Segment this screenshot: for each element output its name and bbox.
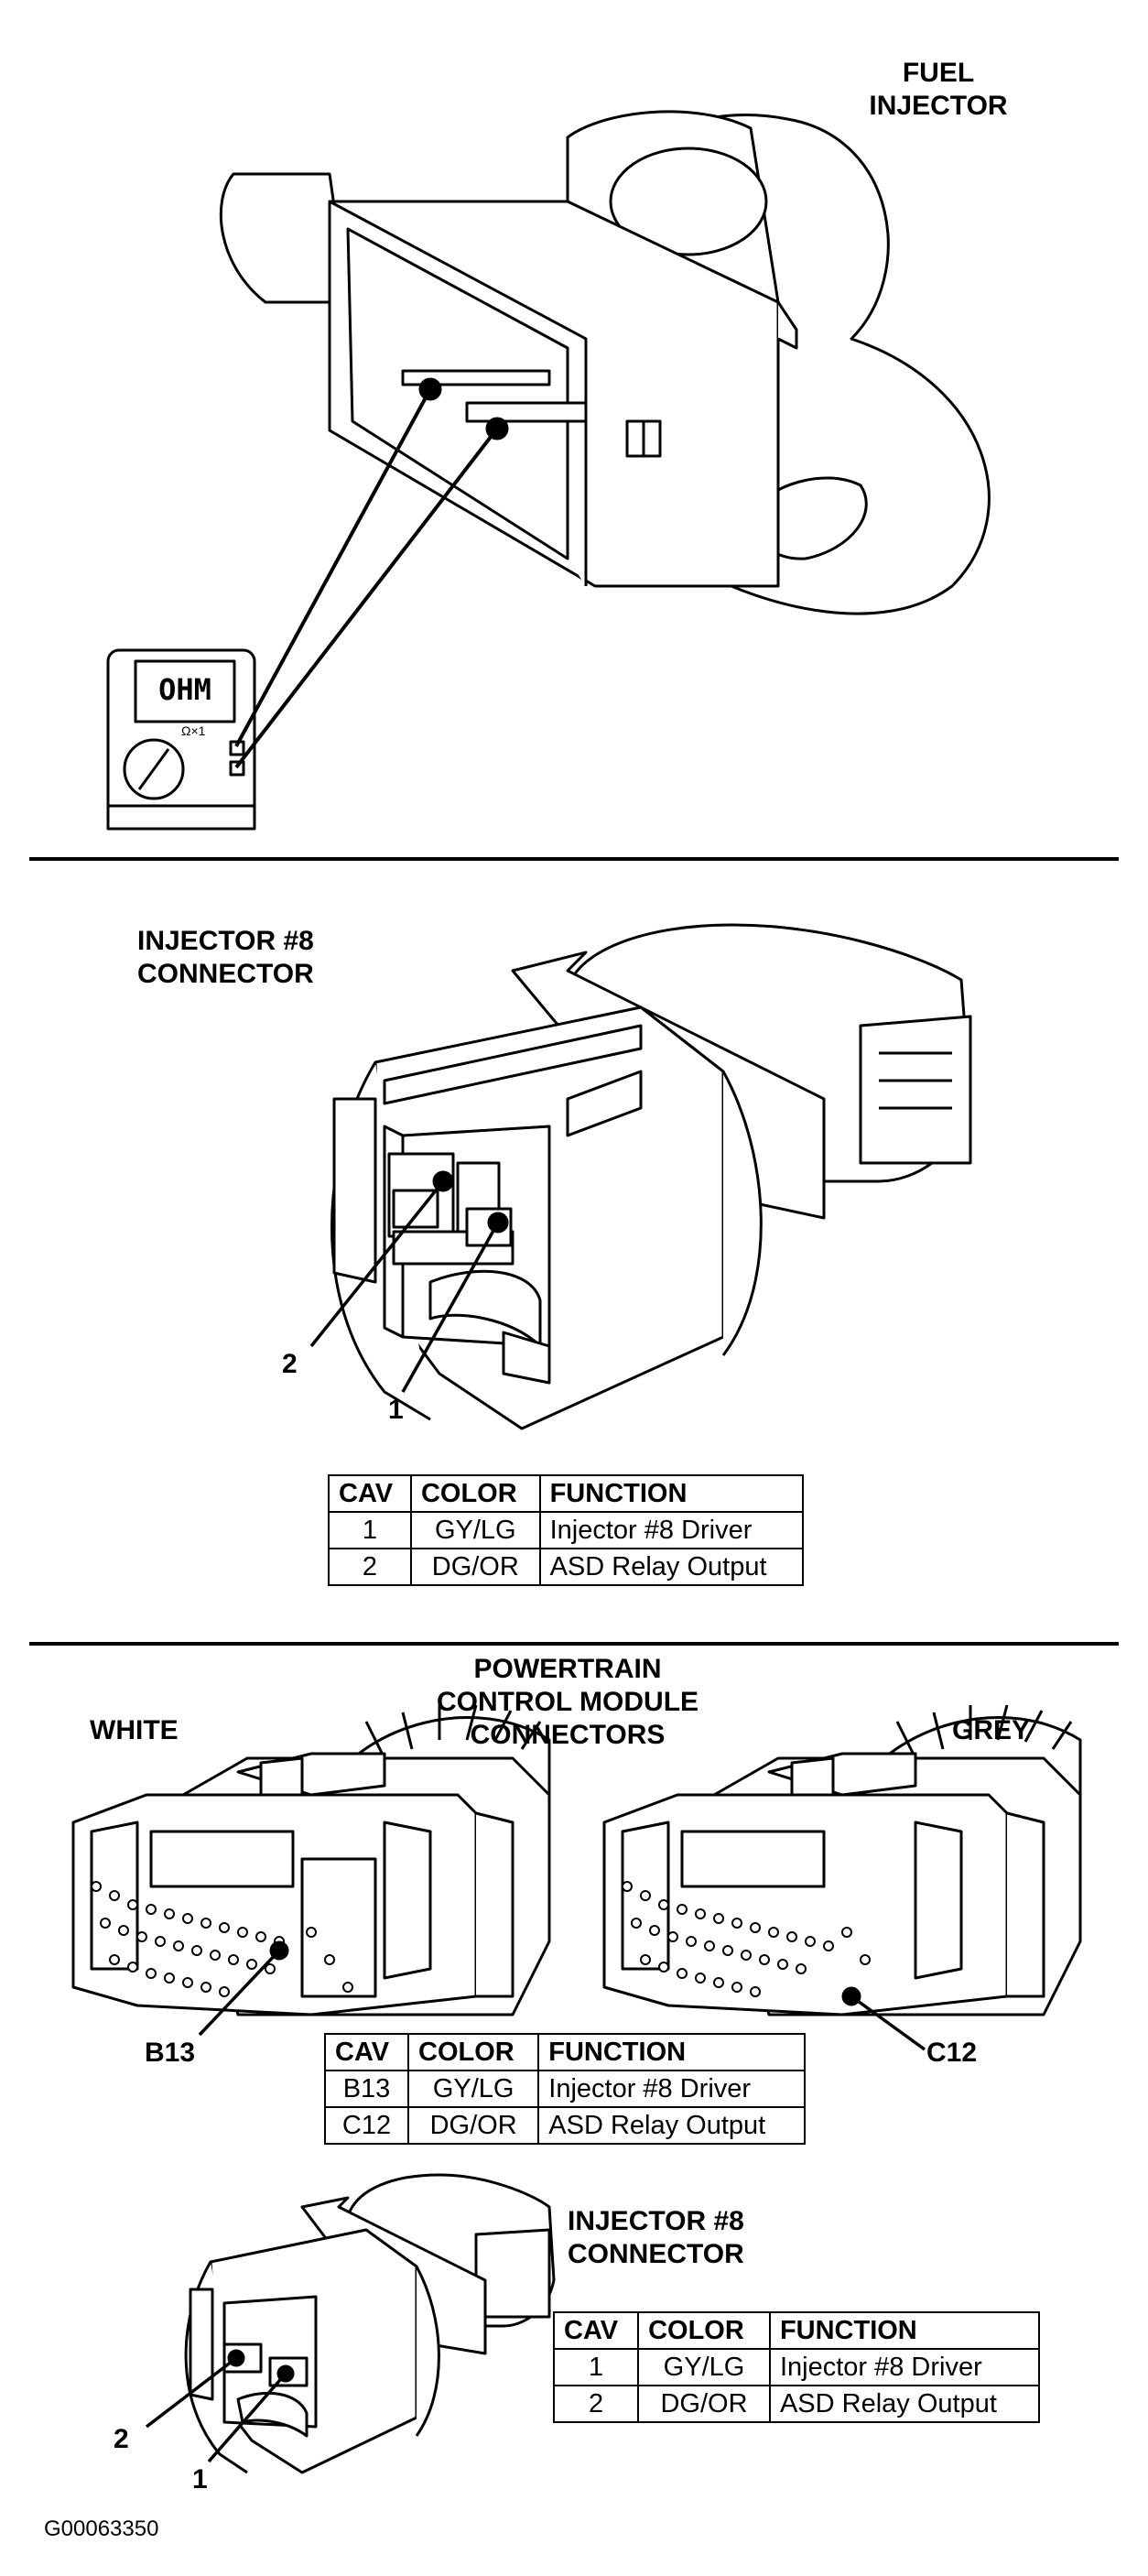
ohmmeter-display: OHM <box>158 672 211 707</box>
small-cavity-1-label: 1 <box>192 2464 208 2494</box>
column-header: CAV <box>552 2311 640 2350</box>
fuel-injector-label: FUEL INJECTOR <box>842 57 1034 123</box>
function-cell: ASD Relay Output <box>537 2106 806 2145</box>
small-title-line2: CONNECTOR <box>568 2239 744 2269</box>
small-title-line1: INJECTOR #8 <box>568 2206 744 2236</box>
function-cell: ASD Relay Output <box>768 2385 1041 2423</box>
figure-id: G00063350 <box>44 2516 159 2541</box>
pcm-white-connector-pins <box>91 1881 353 1997</box>
white-connector-label: WHITE <box>90 1715 179 1745</box>
cav-cell: C12 <box>323 2106 410 2145</box>
probe-point-2 <box>485 417 509 440</box>
table-row: 2 DG/OR ASD Relay Output <box>328 1548 805 1586</box>
table-row: B13 GY/LG Injector #8 Driver <box>323 2070 806 2108</box>
table-header-row: CAV COLOR FUNCTION <box>552 2311 1041 2350</box>
cav-cell: B13 <box>323 2070 410 2108</box>
pcm-title-line2: CONTROL MODULE <box>436 1687 699 1717</box>
column-header: FUNCTION <box>537 2033 806 2071</box>
color-cell: GY/LG <box>409 1511 541 1549</box>
column-header: FUNCTION <box>768 2311 1041 2350</box>
table-row: 1 GY/LG Injector #8 Driver <box>552 2348 1041 2386</box>
pin-c12-label: C12 <box>926 2038 978 2068</box>
cav-cell: 1 <box>328 1511 412 1549</box>
cav-cell: 1 <box>552 2348 640 2386</box>
ohmmeter-drawing <box>106 648 256 831</box>
pcm-title-line1: POWERTRAIN <box>473 1654 662 1684</box>
color-cell: GY/LG <box>637 2348 771 2386</box>
fuel-injector-label-line1: FUEL <box>902 58 975 88</box>
color-cell: DG/OR <box>407 2106 540 2145</box>
injector-8-connector-leaders <box>309 1179 500 1393</box>
table-row: 1 GY/LG Injector #8 Driver <box>328 1511 805 1549</box>
column-header: CAV <box>328 1474 412 1513</box>
table-row: C12 DG/OR ASD Relay Output <box>323 2106 806 2145</box>
table-header-row: CAV COLOR FUNCTION <box>323 2033 806 2071</box>
column-header: COLOR <box>637 2311 771 2350</box>
column-header: COLOR <box>407 2033 540 2071</box>
color-cell: DG/OR <box>637 2385 771 2423</box>
fuel-injector-label-line2: INJECTOR <box>869 91 1008 121</box>
cavity-1-label: 1 <box>388 1395 404 1425</box>
ohmmeter-range: Ω×1 <box>181 723 206 738</box>
pcm-title-line3: CONNECTORS <box>470 1720 666 1750</box>
color-cell: GY/LG <box>407 2070 540 2108</box>
function-cell: Injector #8 Driver <box>537 2070 806 2108</box>
fuel-injector-drawing <box>219 110 991 615</box>
injector-8-connector-title: INJECTOR #8 CONNECTOR <box>137 925 314 991</box>
function-cell: ASD Relay Output <box>538 1548 805 1586</box>
probe-point-1 <box>418 377 442 401</box>
small-cavity-1-marker <box>276 2364 295 2383</box>
injector-8-connector-title-line2: CONNECTOR <box>137 959 314 989</box>
function-cell: Injector #8 Driver <box>768 2348 1041 2386</box>
column-header: CAV <box>323 2033 410 2071</box>
pin-b13-label: B13 <box>145 2038 196 2068</box>
section-divider-1 <box>29 857 1119 861</box>
column-header: COLOR <box>409 1474 541 1513</box>
injector-8-pinout-table: CAV COLOR FUNCTION 1 GY/LG Injector #8 D… <box>328 1474 805 1586</box>
injector-8-connector-small-leaders <box>145 2356 287 2463</box>
injector-8-connector-small-title: INJECTOR #8 CONNECTOR <box>568 2205 744 2271</box>
pcm-grey-connector-pins <box>622 1881 871 1997</box>
injector-8-connector-drawing <box>330 923 972 1430</box>
pcm-grey-connector-drawing <box>602 1704 1082 2016</box>
cavity-1-marker <box>487 1212 509 1234</box>
table-header-row: CAV COLOR FUNCTION <box>328 1474 805 1513</box>
cav-cell: 2 <box>552 2385 640 2423</box>
injector-8-connector-title-line1: INJECTOR #8 <box>137 926 314 956</box>
cavity-2-label: 2 <box>282 1349 298 1379</box>
meter-lead-wires <box>234 388 499 769</box>
pin-c12-leader <box>850 1994 926 2051</box>
cavity-2-marker <box>432 1170 454 1192</box>
cav-cell: 2 <box>328 1548 412 1586</box>
small-cavity-2-label: 2 <box>114 2424 129 2454</box>
pcm-pinout-table: CAV COLOR FUNCTION B13 GY/LG Injector #8… <box>323 2033 806 2145</box>
function-cell: Injector #8 Driver <box>538 1511 805 1549</box>
pcm-connectors-title: POWERTRAIN CONTROL MODULE CONNECTORS <box>403 1653 732 1752</box>
grey-connector-label: GREY <box>952 1715 1031 1745</box>
column-header: FUNCTION <box>538 1474 805 1513</box>
section-divider-2 <box>29 1642 1119 1646</box>
color-cell: DG/OR <box>409 1548 541 1586</box>
injector-8-small-pinout-table: CAV COLOR FUNCTION 1 GY/LG Injector #8 D… <box>552 2311 1041 2423</box>
pin-b13-leader <box>198 1949 281 2037</box>
table-row: 2 DG/OR ASD Relay Output <box>552 2385 1041 2423</box>
injector-8-connector-small-drawing <box>184 2173 556 2474</box>
small-cavity-2-marker <box>227 2349 245 2367</box>
